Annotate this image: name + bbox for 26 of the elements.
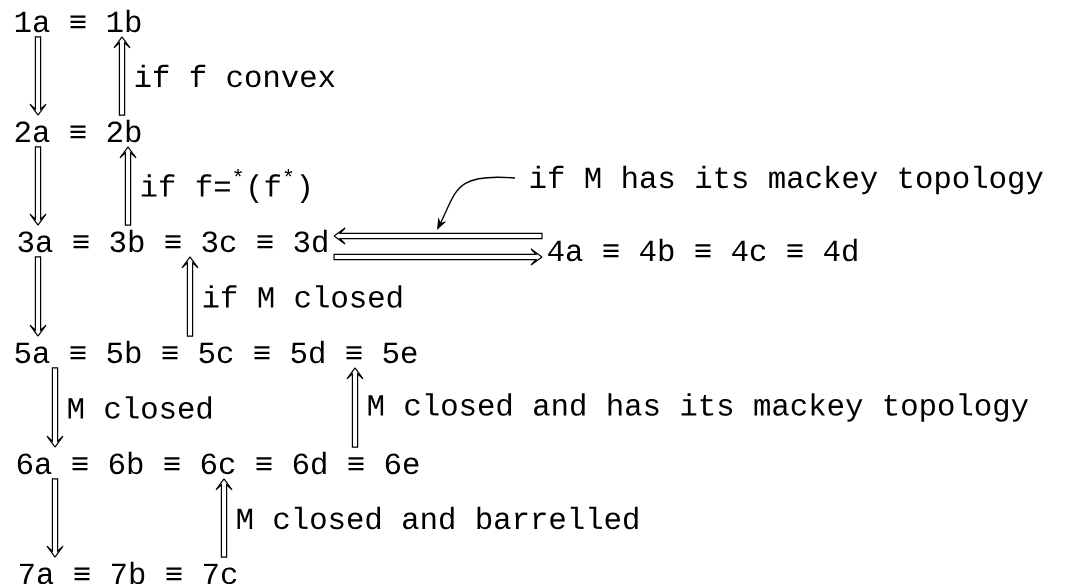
statement-row: 5a ≡ 5b ≡ 5c ≡ 5d ≡ 5e xyxy=(15,340,417,364)
implication-arrow xyxy=(29,256,47,338)
implication-arrow xyxy=(181,255,199,337)
statement-row: 2a ≡ 2b xyxy=(15,119,141,143)
statement-row: 7a ≡ 7b ≡ 7c xyxy=(19,561,237,584)
edge-label: if f convex xyxy=(132,63,338,89)
implication-arrow xyxy=(46,478,64,559)
implication-arrow xyxy=(333,248,544,266)
implication-arrow xyxy=(215,477,233,558)
edge-label: M closed and has its mackey topology xyxy=(365,391,1031,424)
edge-label: M closed xyxy=(65,394,216,421)
implication-arrow xyxy=(119,145,137,226)
edge-label: if f=$^{*}$(f$^{*}$) xyxy=(138,167,316,205)
statement-row: 3a ≡ 3b ≡ 3c ≡ 3d xyxy=(18,229,327,253)
leader-text: if M has its mackey topology xyxy=(530,165,1043,195)
implication-arrow xyxy=(29,146,47,227)
statement-row: 6a ≡ 6b ≡ 6c ≡ 6d ≡ 6e xyxy=(17,451,419,475)
implication-arrow xyxy=(346,366,364,448)
implication-arrow xyxy=(29,36,47,117)
edge-label: if M closed xyxy=(200,283,406,310)
edge-label: M closed and barrelled xyxy=(234,505,642,531)
statement-row: 1a ≡ 1b xyxy=(15,9,141,33)
statement-row: 4a ≡ 4b ≡ 4c ≡ 4d xyxy=(548,238,857,262)
implication-arrow xyxy=(113,35,131,116)
implication-arrow xyxy=(333,227,543,245)
implication-arrow xyxy=(46,367,64,449)
